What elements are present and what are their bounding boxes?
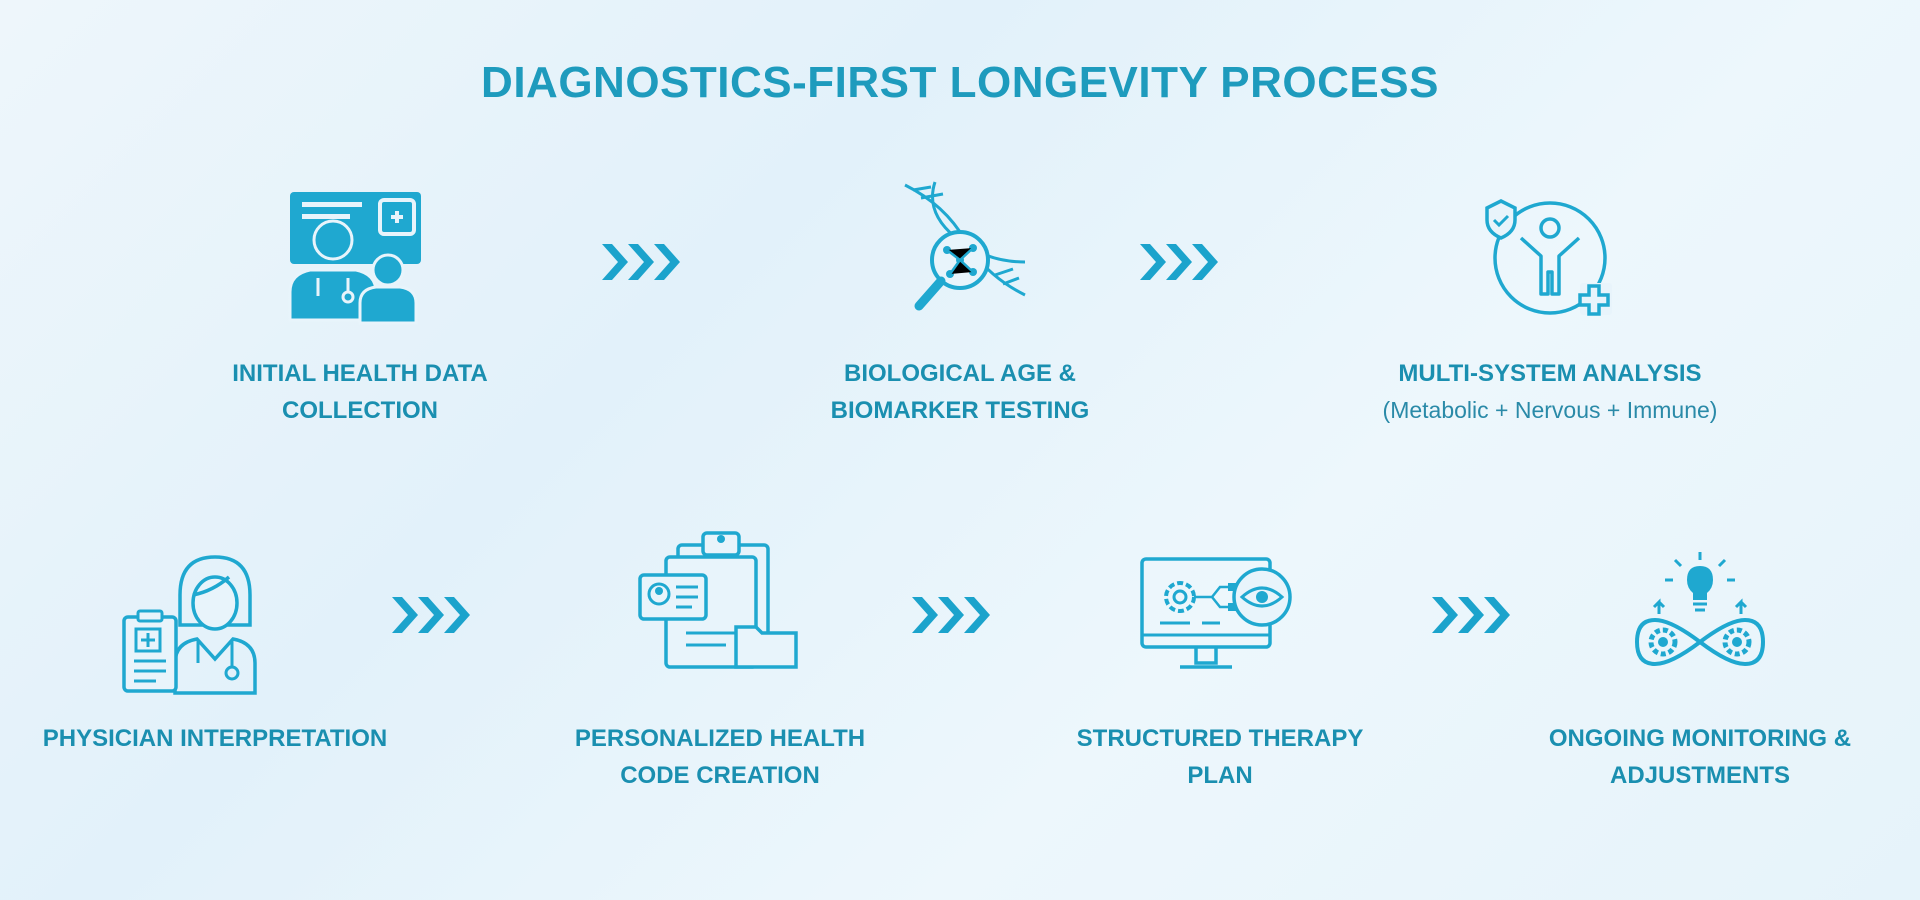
step-label: MULTI-SYSTEM ANALYSIS (Metabolic + Nervo… [1350,355,1750,428]
lightbulb-gears-infinity-icon [1635,550,1765,675]
step-label: STRUCTURED THERAPY PLAN [1076,725,1364,789]
flow-arrow-icon [390,593,470,637]
step-label: ONGOING MONITORING & ADJUSTMENTS [1548,725,1852,789]
step-label: PERSONALIZED HEALTH CODE CREATION [574,725,866,789]
physician-clipboard-icon [120,555,270,695]
flow-arrow-icon [1430,593,1510,637]
step-label: BIOLOGICAL AGE & BIOMARKER TESTING [830,360,1090,424]
dna-magnifier-icon [895,180,1030,315]
doctor-patient-record-icon [288,190,423,325]
monitor-gear-eye-icon [1140,555,1300,675]
shield-person-plus-icon [1485,198,1615,318]
step-label: INITIAL HEALTH DATA COLLECTION [232,360,488,424]
flow-arrow-icon [1138,240,1218,284]
flow-arrow-icon [600,240,680,284]
flow-arrow-icon [910,593,990,637]
step-sublabel: (Metabolic + Nervous + Immune) [1382,397,1718,423]
clipboard-id-folder-icon [638,525,798,670]
page-title: DIAGNOSTICS-FIRST LONGEVITY PROCESS [481,58,1439,107]
step-label: PHYSICIAN INTERPRETATION [42,725,388,752]
